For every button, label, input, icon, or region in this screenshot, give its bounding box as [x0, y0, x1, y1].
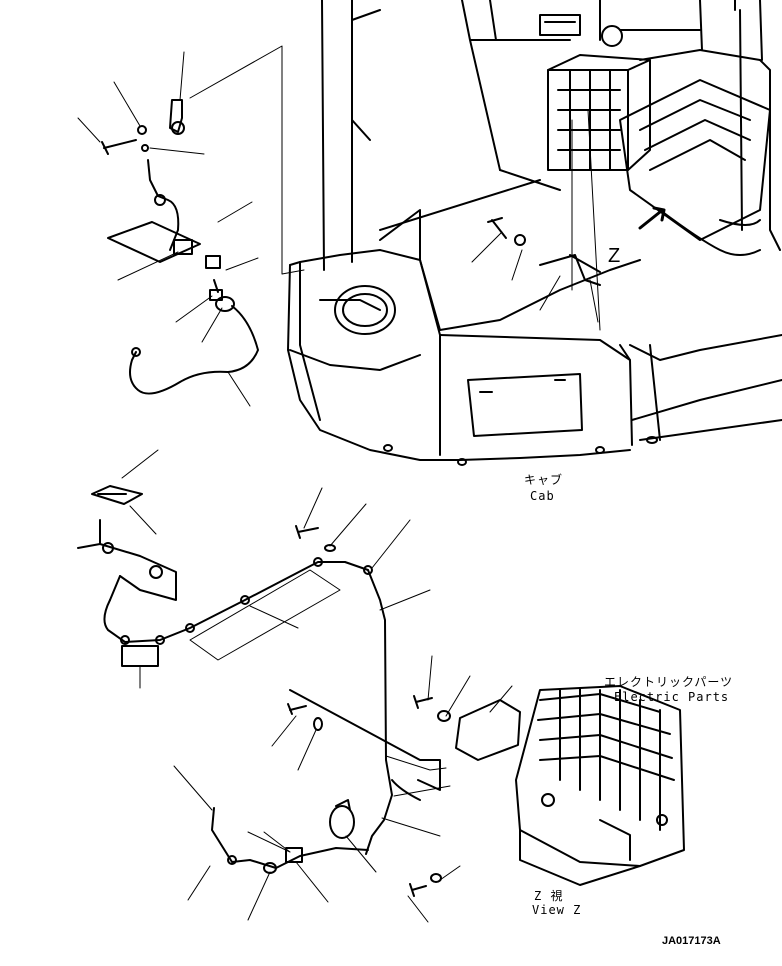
lower-harness-assembly [77, 485, 521, 897]
electric-parts-label-jp: エレクトリックパーツ [604, 675, 733, 689]
electric-parts-box [515, 685, 685, 886]
cab-feet [383, 436, 658, 466]
upper-left-harness-assembly [101, 99, 259, 395]
cab-label-en: Cab [530, 489, 555, 503]
view-z-label-en: View Z [532, 903, 581, 917]
electric-parts-label-en: Electric Parts [614, 690, 729, 704]
cab-label-jp: キャブ [524, 472, 563, 487]
view-z-label-jp: Z 視 [534, 888, 563, 903]
z-marker: Z [608, 245, 620, 267]
cab-structure [287, 0, 782, 461]
leader-lines [77, 45, 601, 923]
figure-code: JA017173A [662, 935, 721, 947]
view-z-arrow-icon [638, 206, 666, 230]
